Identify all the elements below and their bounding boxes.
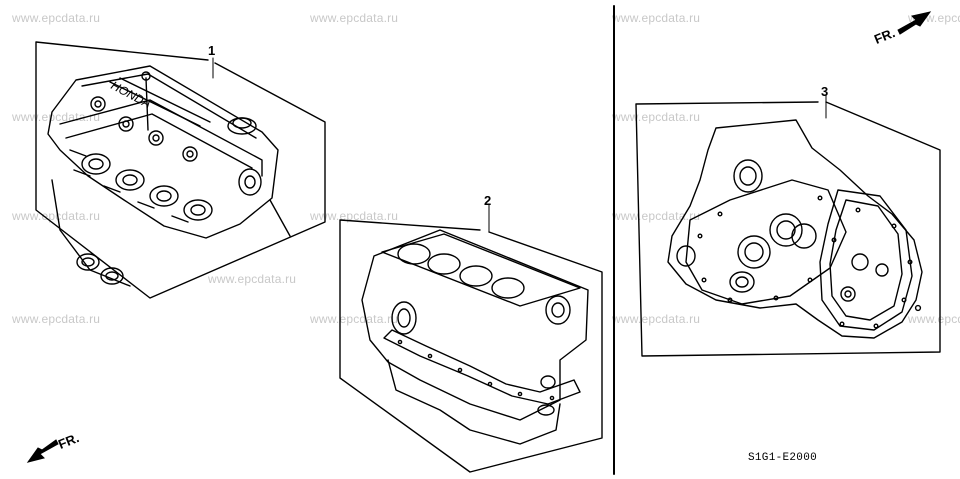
watermark: www.epcdata.ru [310,11,399,25]
diagram-code: S1G1-E2000 [748,452,818,464]
watermark: www.epcdata.ru [12,209,101,223]
gasket-kit-3 [635,95,941,357]
watermark: www.epcdata.ru [12,110,101,124]
watermark: www.epcdata.ru [612,110,701,124]
watermark: www.epcdata.ru [612,209,701,223]
watermark: www.epcdata.ru [612,312,701,326]
watermark: www.epcdata.ru [310,312,399,326]
watermark: www.epcdata.ru [12,11,101,25]
watermark: www.epcdata.ru [310,209,399,223]
direction-arrow-icon [26,439,59,463]
watermark: www.epcdata.ru [12,312,101,326]
callout-1[interactable]: 1 [208,43,216,58]
gasket-kit-2 [339,204,603,473]
callout-3[interactable]: 3 [821,84,829,99]
gasket-kit-1: HONDA [35,41,326,299]
direction-arrow-icon [897,11,932,35]
watermark: www.epcdata.ru [612,11,701,25]
watermark: www.epcdata.ru [908,312,960,326]
watermark: www.epcdata.ru [208,272,297,286]
callout-2[interactable]: 2 [484,193,492,208]
